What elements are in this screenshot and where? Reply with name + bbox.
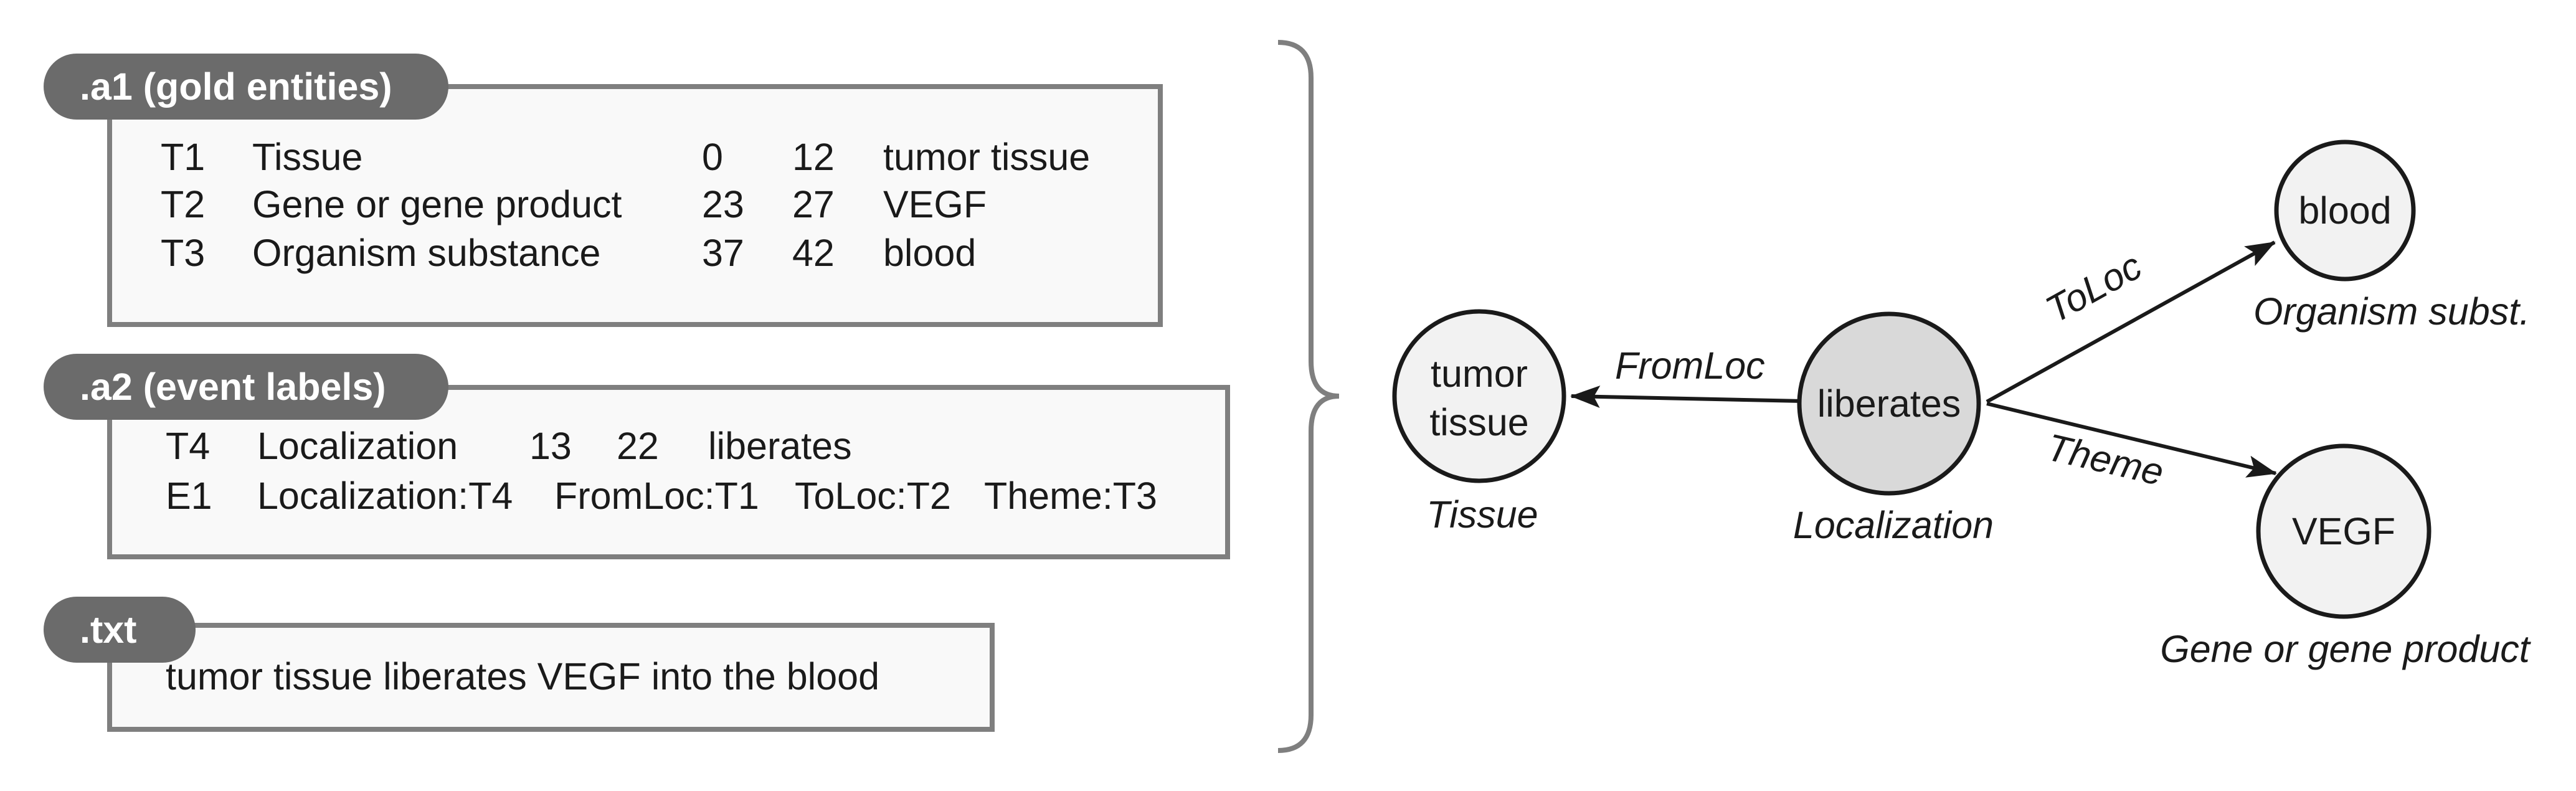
node-blood-type: Organism subst. [2253, 290, 2530, 333]
a1-row-1-text: tumor tissue [883, 136, 1091, 178]
node-vegf-type: Gene or gene product [2160, 628, 2532, 670]
a1-row-3-text: blood [883, 232, 977, 274]
a1-row-1-start: 0 [702, 136, 723, 178]
a2-row-1-id: T4 [166, 425, 211, 467]
a2-row-2-id: E1 [166, 475, 212, 517]
node-tumor-tissue [1392, 309, 1566, 483]
a2-row-1-start: 13 [529, 425, 572, 467]
a2-row-1-end: 22 [617, 425, 659, 467]
edge-toloc [1986, 240, 2276, 404]
node-tumor-tissue-label-line1: tumor [1431, 353, 1528, 395]
a1-row-2-type: Gene or gene product [252, 183, 622, 225]
edge-theme [1986, 402, 2277, 478]
a1-row-2-end: 27 [792, 183, 835, 225]
a2-row-1-type: Localization [257, 425, 458, 467]
node-liberates [1797, 311, 1981, 496]
node-vegf [2256, 443, 2432, 619]
txt-text: tumor tissue liberates VEGF into the blo… [166, 655, 880, 698]
edge-label-fromloc: FromLoc [1615, 344, 1765, 387]
node-liberates-type: Localization [1793, 504, 1994, 546]
node-blood-label: blood [2298, 189, 2391, 232]
a1-row-2-start: 23 [702, 183, 744, 225]
node-blood [2274, 140, 2416, 282]
node-tumor-tissue-label-line2: tissue [1429, 401, 1528, 443]
a1-row-2-id: T2 [161, 183, 206, 225]
a2-row-2-trigger: Localization:T4 [257, 475, 513, 517]
txt-tab: .txt [44, 597, 196, 663]
edge-label-theme: Theme [2043, 425, 2167, 493]
a1-row-3-end: 42 [792, 232, 835, 274]
a2-row-2-fromloc: FromLoc:T1 [554, 475, 759, 517]
edge-fromloc [1570, 385, 1804, 408]
a1-panel [107, 84, 1163, 327]
a2-row-2-toloc: ToLoc:T2 [795, 475, 951, 517]
node-tumor-tissue-type: Tissue [1426, 493, 1538, 536]
a1-row-2-text: VEGF [883, 183, 987, 225]
node-liberates-label: liberates [1817, 382, 1961, 425]
a2-row-1-text: liberates [708, 425, 852, 467]
a2-row-2-theme: Theme:T3 [984, 475, 1157, 517]
a1-row-1-end: 12 [792, 136, 835, 178]
a1-row-1-id: T1 [161, 136, 206, 178]
edge-label-toloc: ToLoc [2039, 244, 2148, 331]
node-vegf-label: VEGF [2292, 510, 2395, 552]
a2-tab: .a2 (event labels) [44, 354, 448, 420]
a1-row-3-type: Organism substance [252, 232, 601, 274]
a1-row-3-id: T3 [161, 232, 206, 274]
grouping-brace [1277, 40, 1340, 753]
a1-row-3-start: 37 [702, 232, 744, 274]
a1-tab: .a1 (gold entities) [44, 54, 448, 120]
txt-panel [107, 623, 995, 732]
a1-row-1-type: Tissue [252, 136, 363, 178]
